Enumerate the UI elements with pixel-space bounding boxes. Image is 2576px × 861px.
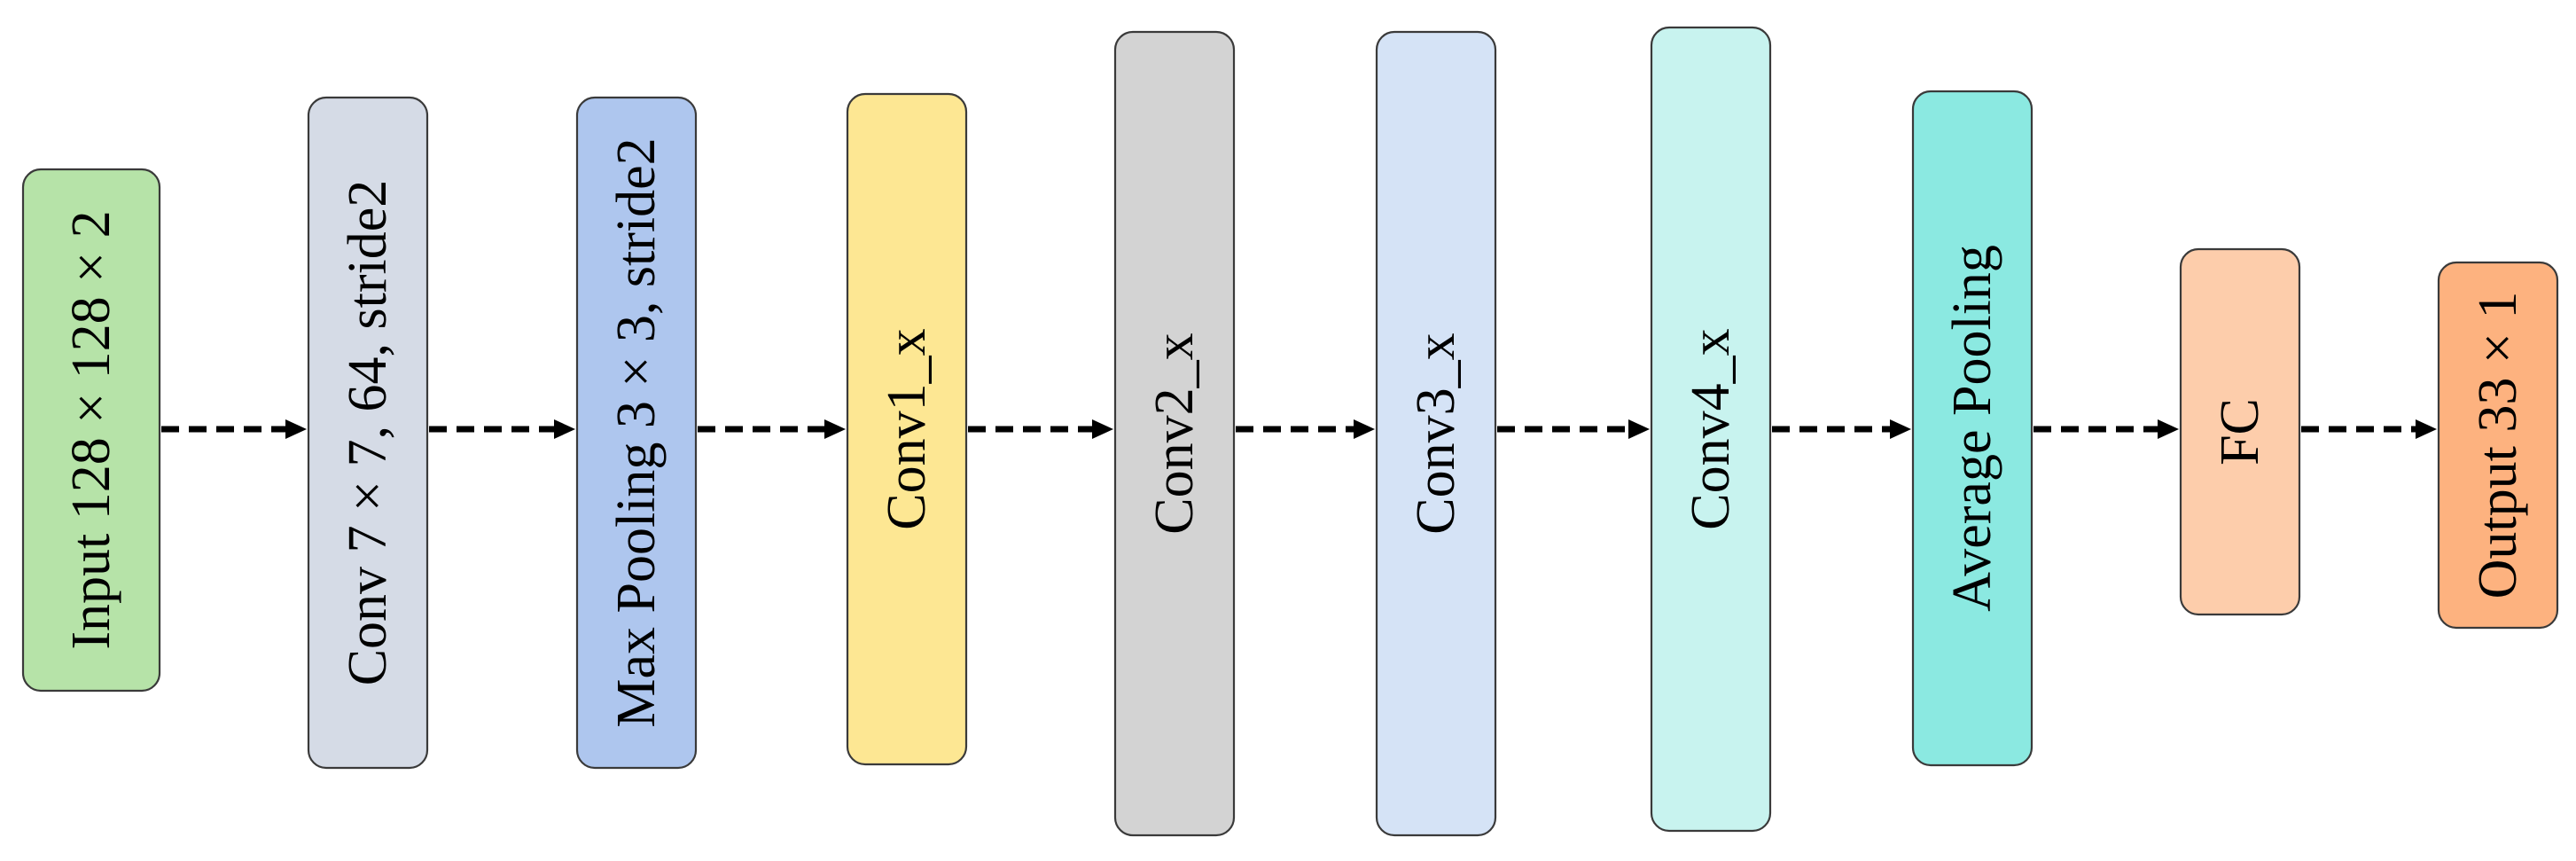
block-output-box bbox=[2437, 261, 2559, 630]
block-conv4-label: Conv4_x bbox=[1681, 328, 1741, 529]
arrow-conv7x7-to-maxpool bbox=[429, 419, 575, 439]
block-avgpool-label: Average Pooling bbox=[1942, 245, 2002, 612]
block-output-label: Output 33 × 1 bbox=[2468, 292, 2528, 599]
arrowhead-icon bbox=[1890, 419, 1911, 439]
block-input-box bbox=[21, 168, 161, 693]
block-conv3: Conv3_x bbox=[1375, 30, 1497, 837]
layer-blocks: Input 128 × 128 × 2 Conv 7 × 7, 64, strid… bbox=[21, 26, 2559, 837]
arrowhead-icon bbox=[1628, 419, 1650, 439]
arrow-maxpool-to-conv1 bbox=[698, 419, 846, 439]
block-maxpool-box bbox=[575, 96, 698, 770]
block-conv3-label: Conv3_x bbox=[1406, 333, 1466, 534]
arrowhead-icon bbox=[1092, 419, 1113, 439]
block-conv1-label: Conv1_x bbox=[877, 328, 937, 529]
arrow-conv2-to-conv3 bbox=[1236, 419, 1375, 439]
block-conv7x7-label: Conv 7 × 7, 64, stride2 bbox=[338, 180, 398, 686]
block-fc-box bbox=[2179, 247, 2301, 616]
arrow-input-to-conv7x7 bbox=[161, 419, 307, 439]
arrow-conv1-to-conv2 bbox=[968, 419, 1113, 439]
arrowhead-icon bbox=[2416, 419, 2437, 439]
block-conv2-box bbox=[1113, 30, 1236, 837]
block-fc: FC bbox=[2179, 247, 2301, 616]
arrowhead-icon bbox=[2158, 419, 2179, 439]
block-conv1-box bbox=[846, 92, 968, 766]
block-avgpool: Average Pooling bbox=[1911, 90, 2033, 767]
block-conv7x7: Conv 7 × 7, 64, stride2 bbox=[307, 96, 429, 770]
block-conv4-box bbox=[1650, 26, 1772, 833]
arrow-fc-to-output bbox=[2301, 419, 2437, 439]
arrowhead-icon bbox=[554, 419, 575, 439]
block-maxpool: Max Pooling 3 × 3, stride2 bbox=[575, 96, 698, 770]
block-conv2: Conv2_x bbox=[1113, 30, 1236, 837]
arrow-conv3-to-conv4 bbox=[1497, 419, 1650, 439]
block-conv4: Conv4_x bbox=[1650, 26, 1772, 833]
arrowhead-icon bbox=[824, 419, 846, 439]
block-conv2-label: Conv2_x bbox=[1144, 333, 1205, 534]
arrowhead-icon bbox=[1354, 419, 1375, 439]
block-conv7x7-box bbox=[307, 96, 429, 770]
block-fc-label: FC bbox=[2210, 398, 2270, 466]
block-conv1: Conv1_x bbox=[846, 92, 968, 766]
arrow-conv4-to-avgpool bbox=[1772, 419, 1911, 439]
block-input: Input 128 × 128 × 2 bbox=[21, 168, 161, 693]
block-avgpool-box bbox=[1911, 90, 2033, 767]
arrow-avgpool-to-fc bbox=[2033, 419, 2179, 439]
block-input-label: Input 128 × 128 × 2 bbox=[61, 210, 121, 649]
connection-arrows bbox=[161, 419, 2437, 439]
arrowhead-icon bbox=[285, 419, 307, 439]
block-maxpool-label: Max Pooling 3 × 3, stride2 bbox=[606, 137, 667, 727]
block-output: Output 33 × 1 bbox=[2437, 261, 2559, 630]
block-conv3-box bbox=[1375, 30, 1497, 837]
